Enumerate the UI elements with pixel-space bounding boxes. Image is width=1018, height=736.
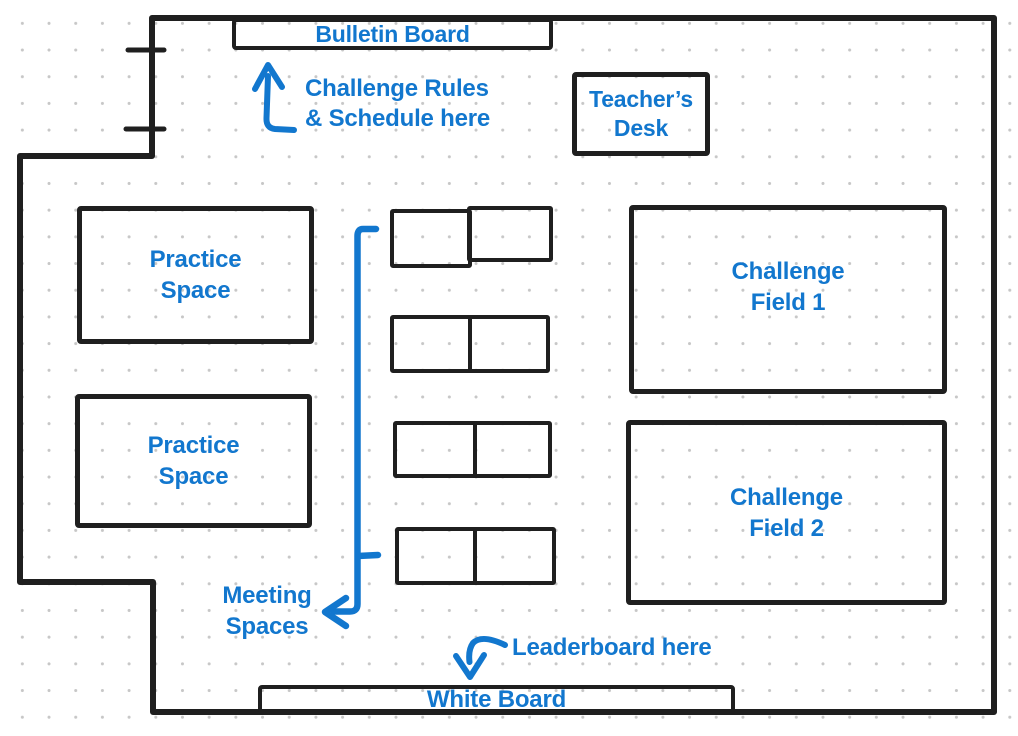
practice-space-1-label-line2: Space — [160, 277, 231, 304]
practice-space-1-label-line1: Practice — [149, 246, 242, 273]
practice-space-2: Practice Space — [75, 394, 312, 528]
bulletin-board: Bulletin Board — [232, 18, 553, 50]
challenge-rules-note-line1: Challenge Rules — [305, 75, 489, 102]
teachers-desk: Teacher’s Desk — [572, 72, 710, 156]
leaderboard-note: Leaderboard here — [512, 634, 712, 661]
challenge-field-1-label-line1: Challenge — [731, 257, 845, 285]
meeting-spaces-bracket-arrow — [321, 225, 382, 630]
meeting-table-4 — [395, 527, 556, 585]
challenge-rules-arrow — [252, 62, 297, 133]
white-board: White Board — [258, 685, 735, 714]
challenge-rules-note: Challenge Rules & Schedule here — [305, 74, 490, 134]
practice-space-2-label-line2: Space — [158, 463, 229, 490]
meeting-table-3 — [393, 421, 552, 478]
practice-space-2-label-line1: Practice — [147, 432, 240, 459]
leaderboard-arrow — [453, 636, 508, 680]
bulletin-board-label: Bulletin Board — [315, 20, 470, 47]
table-divider — [473, 530, 477, 582]
challenge-field-2-label-line1: Challenge — [730, 483, 843, 511]
challenge-field-1: Challenge Field 1 — [629, 205, 947, 394]
white-board-label: White Board — [426, 685, 567, 713]
challenge-field-2: Challenge Field 2 — [626, 420, 947, 605]
meeting-table-2 — [390, 315, 550, 373]
meeting-spaces-note: Meeting Spaces — [200, 580, 334, 642]
meeting-table-1-left — [390, 209, 472, 268]
practice-space-1: Practice Space — [77, 206, 314, 344]
table-divider — [473, 424, 477, 475]
table-divider — [468, 318, 472, 370]
challenge-field-1-label-line2: Field 1 — [750, 288, 826, 316]
challenge-rules-note-line2: & Schedule here — [305, 105, 491, 132]
meeting-spaces-note-line2: Spaces — [225, 613, 309, 640]
challenge-field-1-label: Challenge Field 1 — [732, 256, 845, 318]
meeting-table-1-right — [467, 206, 553, 262]
teachers-desk-label-line1: Teacher’s — [589, 86, 693, 112]
meeting-spaces-note-line1: Meeting — [222, 582, 312, 609]
challenge-field-2-label-line2: Field 2 — [749, 514, 824, 542]
teachers-desk-label-line2: Desk — [613, 115, 669, 141]
